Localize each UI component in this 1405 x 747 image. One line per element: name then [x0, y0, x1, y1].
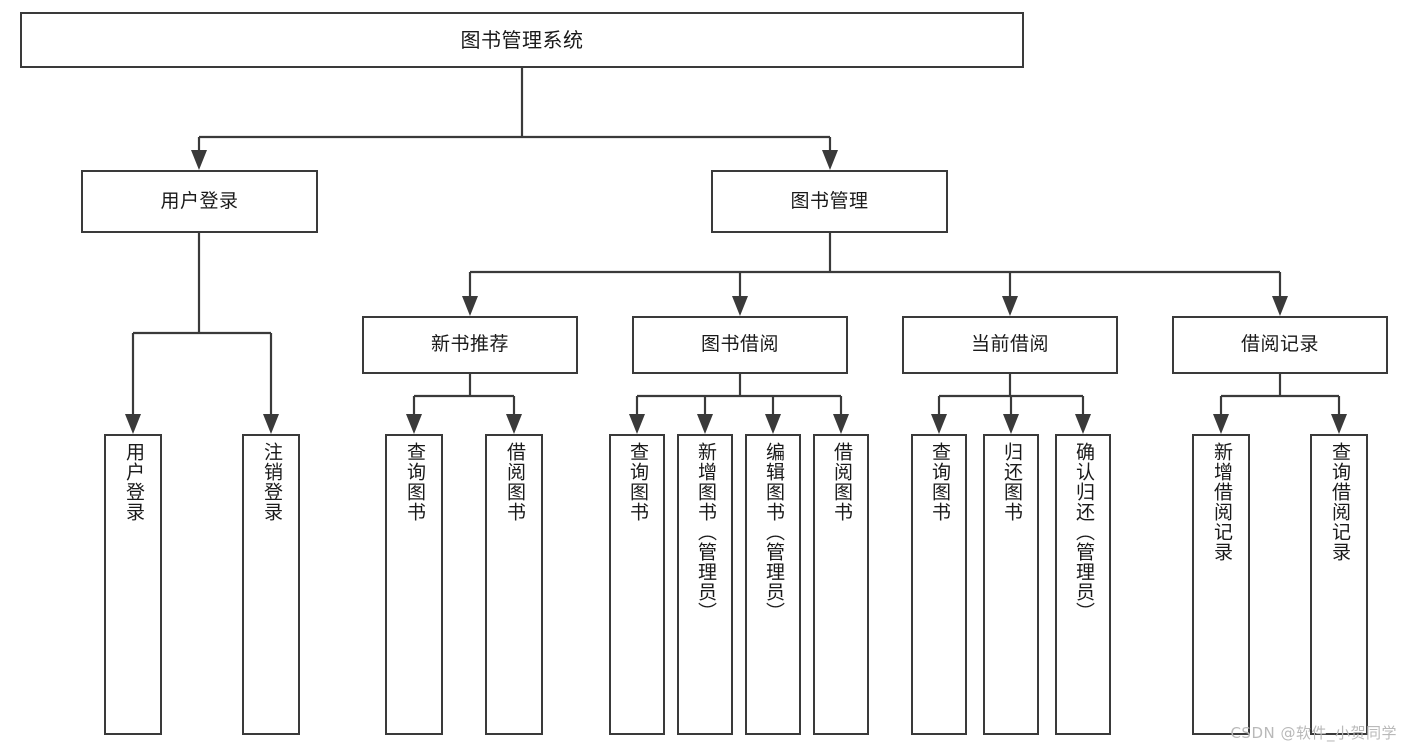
connector-current-borrow-to-leaves [931, 374, 1091, 434]
node-leaf-return-book-label: 归还图书 [1000, 442, 1023, 522]
node-leaf-query-book-3[interactable]: 查询图书 [911, 434, 967, 735]
node-leaf-confirm-return-label: 确认归还（管理员） [1072, 442, 1095, 622]
node-leaf-query-record[interactable]: 查询借阅记录 [1310, 434, 1368, 735]
node-book-borrow[interactable]: 图书借阅 [632, 316, 848, 374]
node-leaf-query-book-2[interactable]: 查询图书 [609, 434, 665, 735]
node-leaf-edit-book-label: 编辑图书（管理员） [762, 442, 785, 622]
csdn-watermark: CSDN @软件_小贺同学 [1230, 724, 1397, 742]
node-leaf-query-book-2-label: 查询图书 [626, 442, 649, 522]
node-borrow-record-label: 借阅记录 [1240, 333, 1319, 356]
node-user-login[interactable]: 用户登录 [81, 170, 318, 233]
node-leaf-query-book-1[interactable]: 查询图书 [385, 434, 443, 735]
node-leaf-borrow-book-2[interactable]: 借阅图书 [813, 434, 869, 735]
node-leaf-query-book-1-label: 查询图书 [403, 442, 426, 522]
node-leaf-logout[interactable]: 注销登录 [242, 434, 300, 735]
node-leaf-user-login-label: 用户登录 [122, 442, 145, 522]
connector-book-borrow-to-leaves [629, 374, 849, 434]
connector-user-login-to-leaves [125, 233, 279, 434]
connector-new-book-recommend-to-leaves [406, 374, 522, 434]
node-leaf-borrow-book-2-label: 借阅图书 [830, 442, 853, 522]
node-new-book-recommend[interactable]: 新书推荐 [362, 316, 578, 374]
connector-root-to-level1 [191, 68, 838, 170]
node-book-borrow-label: 图书借阅 [700, 333, 779, 356]
node-leaf-add-book-label: 新增图书（管理员） [694, 442, 717, 622]
node-leaf-return-book[interactable]: 归还图书 [983, 434, 1039, 735]
node-new-book-recommend-label: 新书推荐 [430, 333, 509, 356]
connector-borrow-record-to-leaves [1213, 374, 1347, 434]
node-leaf-logout-label: 注销登录 [260, 442, 283, 522]
connector-book-manage-to-level2 [462, 233, 1288, 316]
node-leaf-query-record-label: 查询借阅记录 [1328, 442, 1351, 562]
node-leaf-confirm-return[interactable]: 确认归还（管理员） [1055, 434, 1111, 735]
node-leaf-query-book-3-label: 查询图书 [928, 442, 951, 522]
node-current-borrow-label: 当前借阅 [970, 333, 1049, 356]
node-leaf-add-book[interactable]: 新增图书（管理员） [677, 434, 733, 735]
node-book-manage-label: 图书管理 [790, 189, 869, 212]
node-leaf-edit-book[interactable]: 编辑图书（管理员） [745, 434, 801, 735]
node-root-label: 图书管理系统 [460, 27, 584, 52]
node-leaf-borrow-book-1[interactable]: 借阅图书 [485, 434, 543, 735]
node-book-manage[interactable]: 图书管理 [711, 170, 948, 233]
node-leaf-add-record-label: 新增借阅记录 [1210, 442, 1233, 562]
node-borrow-record[interactable]: 借阅记录 [1172, 316, 1388, 374]
node-user-login-label: 用户登录 [160, 189, 239, 212]
node-leaf-user-login[interactable]: 用户登录 [104, 434, 162, 735]
node-leaf-borrow-book-1-label: 借阅图书 [503, 442, 526, 522]
node-leaf-add-record[interactable]: 新增借阅记录 [1192, 434, 1250, 735]
node-root[interactable]: 图书管理系统 [20, 12, 1024, 68]
node-current-borrow[interactable]: 当前借阅 [902, 316, 1118, 374]
